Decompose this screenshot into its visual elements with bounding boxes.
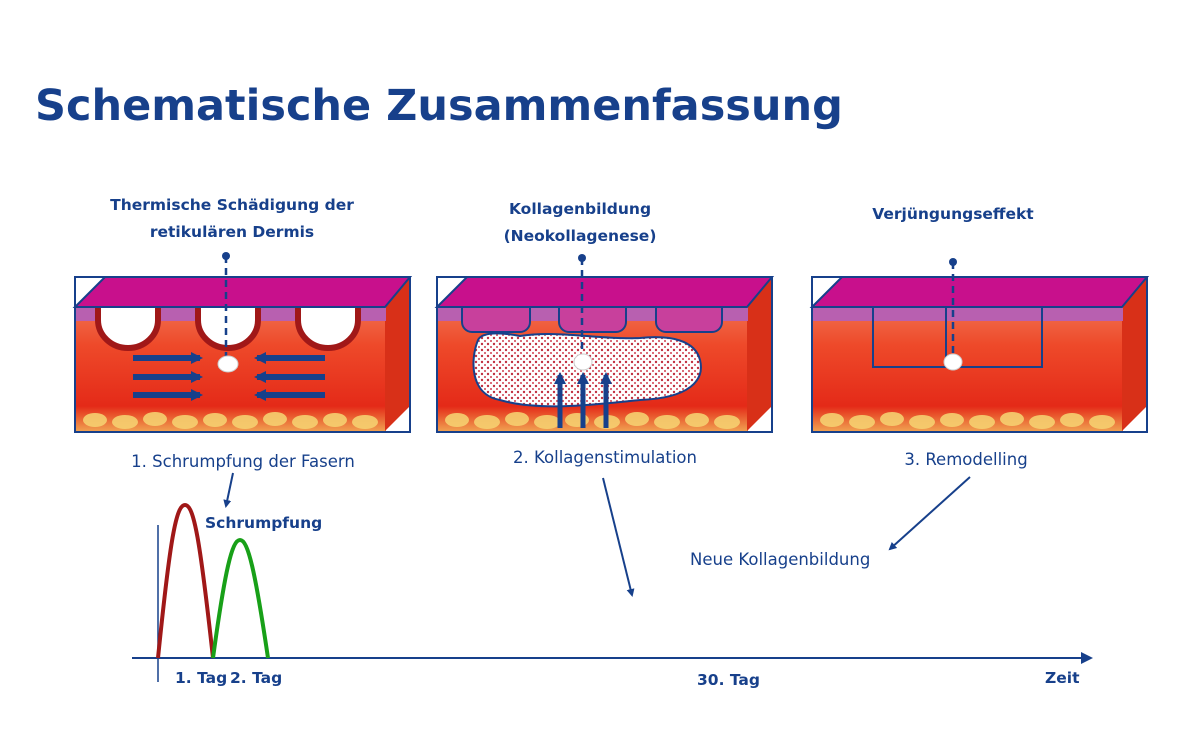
axis-label-time: Zeit xyxy=(1045,669,1080,687)
contraction-arrows xyxy=(133,352,325,401)
new-collagen-label: Neue Kollagenbildung xyxy=(690,550,870,569)
panel-collagen-formation: Kollagenbildung (Neokollagenese) 2. Koll… xyxy=(436,200,773,467)
panel-3-caption: 3. Remodelling xyxy=(904,450,1027,469)
shrinkage-curve xyxy=(156,502,215,659)
tick-day-2: 2. Tag xyxy=(230,669,282,687)
skin-block-illustration xyxy=(811,276,1148,433)
arrow-to-shrinkage xyxy=(223,472,234,508)
panel-1-caption: 1. Schrumpfung der Fasern xyxy=(131,452,355,471)
connector-arrows xyxy=(223,472,971,597)
filled-craters xyxy=(461,306,723,333)
pointer-dot xyxy=(949,258,957,266)
panel-1-heading-line-2: retikulären Dermis xyxy=(150,223,314,241)
page-title: Schematische Zusammenfassung xyxy=(35,81,843,131)
panel-rejuvenation: Verjüngungseffekt 3. Remodelling xyxy=(811,205,1148,469)
panel-3-heading: Verjüngungseffekt xyxy=(872,205,1034,223)
target-spot xyxy=(943,353,963,371)
panel-2-caption: 2. Kollagenstimulation xyxy=(513,448,697,467)
tick-day-1: 1. Tag xyxy=(175,669,227,687)
panel-thermal-damage: Thermische Schädigung der retikulären De… xyxy=(74,196,411,471)
stimulation-arrows xyxy=(554,372,612,428)
arrow-to-new-collagen xyxy=(888,476,971,551)
shrinkage-label: Schrumpfung xyxy=(205,514,322,532)
panel-2-heading-line-1: Kollagenbildung xyxy=(509,200,651,218)
skin-block-illustration xyxy=(74,276,411,433)
arrow-to-day-30 xyxy=(602,477,635,597)
panel-2-heading-line-2: (Neokollagenese) xyxy=(504,227,657,245)
collagen-curve xyxy=(211,537,270,659)
pointer-dot xyxy=(222,252,230,260)
target-spot xyxy=(573,353,593,371)
ablation-craters xyxy=(95,308,361,351)
tick-day-30: 30. Tag xyxy=(697,671,760,689)
panel-1-heading-line-1: Thermische Schädigung der xyxy=(110,196,354,214)
timeline-chart: Schrumpfung Neue Kollagenbildung 1. Tag … xyxy=(132,502,1093,689)
neocollagen-area xyxy=(472,332,702,408)
pointer-dot xyxy=(578,254,586,262)
target-spot xyxy=(217,355,239,373)
